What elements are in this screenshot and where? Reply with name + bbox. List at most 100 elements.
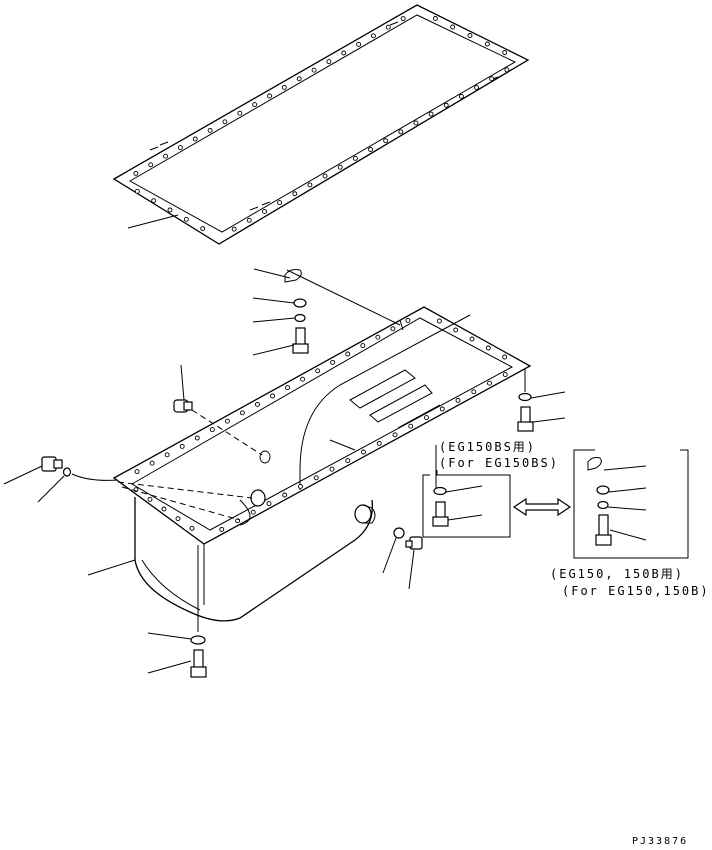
washer-right — [518, 392, 532, 402]
lock-washer-top — [294, 313, 306, 323]
bolt-hole — [345, 458, 351, 464]
bolt-hole — [164, 452, 170, 458]
bolt-hole — [194, 435, 200, 441]
bolt-top — [292, 327, 309, 354]
bolt-hole — [224, 418, 230, 424]
oil-pan — [112, 306, 532, 622]
bolt-bottom — [190, 649, 207, 678]
bolt-hole — [231, 226, 237, 232]
bolt-hole — [504, 67, 510, 73]
leader-gasket — [127, 214, 179, 229]
bolt-hole — [219, 526, 225, 532]
bolt-hole — [467, 33, 473, 38]
bolt-hole — [400, 16, 406, 22]
drain-washer — [393, 527, 405, 539]
bolt-hole — [453, 327, 459, 333]
bolt-hole — [489, 76, 495, 82]
oil-pan-gasket — [112, 4, 530, 245]
bolt-hole — [337, 164, 343, 170]
bolt-hole — [147, 496, 153, 502]
bolt-hole — [252, 102, 258, 108]
bolt-right — [517, 406, 534, 432]
bolt-hole — [134, 188, 140, 194]
bolt-hole — [392, 432, 398, 438]
washer-top — [293, 298, 307, 308]
bolt-hole — [408, 423, 414, 429]
bolt-hole — [322, 173, 328, 179]
bolt-hole — [450, 24, 456, 30]
bolt-hole — [250, 509, 256, 515]
bolt-hole — [300, 376, 306, 382]
detail-box-eg150bs — [422, 445, 511, 538]
clip-part — [284, 269, 302, 283]
bolt-hole — [360, 343, 366, 349]
bolt-hole — [209, 427, 215, 433]
bolt-hole — [270, 393, 275, 399]
bolt-hole — [192, 136, 198, 142]
bolt-hole — [502, 50, 508, 55]
bolt-hole — [277, 200, 283, 206]
bolt-hole — [474, 85, 479, 91]
bolt-hole — [282, 492, 288, 498]
bolt-hole — [458, 93, 464, 99]
bolt-hole — [352, 155, 358, 161]
bolt-hole — [471, 389, 477, 395]
bolt-hole — [361, 449, 366, 455]
bolt-hole — [436, 318, 442, 324]
caption-eg150-en: (For EG150,150B) — [562, 584, 710, 598]
bolt-hole — [484, 41, 490, 47]
bolt-hole — [281, 84, 287, 90]
bolt-hole — [485, 345, 491, 351]
bolt-hole — [390, 326, 396, 332]
bolt-hole — [376, 440, 382, 446]
bolt-hole — [345, 351, 351, 357]
drain-boss — [354, 504, 376, 524]
bolt-hole — [311, 67, 317, 73]
bolt-hole — [149, 460, 155, 466]
drain-plug — [405, 536, 423, 550]
bolt-hole — [385, 24, 391, 30]
bolt-hole — [432, 16, 438, 21]
bolt-hole — [151, 198, 157, 204]
bolt-hole — [329, 466, 335, 472]
bolt-hole — [413, 120, 419, 126]
bolt-hole — [330, 359, 336, 365]
bolt-hole — [200, 226, 206, 232]
bolt-hole — [246, 217, 252, 223]
interchange-arrow — [512, 497, 572, 517]
bolt-hole — [383, 138, 389, 144]
bolt-hole — [222, 119, 228, 125]
bolt-hole — [285, 385, 290, 391]
caption-eg150-ja: (EG150, 150B用) — [550, 567, 684, 581]
bolt-hole — [266, 501, 272, 507]
bolt-hole — [255, 401, 260, 407]
bolt-hole — [487, 380, 492, 386]
bolt-hole — [371, 33, 376, 39]
bolt-hole — [161, 506, 167, 512]
detail-box-eg150 — [573, 449, 689, 559]
bolt-hole — [189, 525, 195, 531]
bolt-hole — [405, 317, 411, 323]
bolt-hole — [307, 182, 313, 188]
bolt-hole — [177, 145, 183, 151]
bolt-hole — [296, 76, 302, 82]
bolt-hole — [315, 368, 321, 374]
bolt-hole — [298, 483, 303, 489]
bolt-hole — [267, 93, 272, 99]
bolt-hole — [502, 354, 508, 360]
bolt-hole — [167, 207, 173, 213]
leader-oil-pan — [87, 559, 136, 576]
bolt-hole — [313, 475, 319, 481]
bolt-hole — [134, 469, 140, 475]
bolt-hole — [175, 516, 181, 522]
bolt-hole — [428, 111, 434, 117]
bolt-hole — [439, 406, 445, 412]
level-sensor — [41, 456, 72, 477]
bolt-hole — [368, 147, 373, 152]
bolt-hole — [341, 50, 347, 56]
washer-bottom — [190, 635, 206, 645]
bolt-hole — [375, 334, 381, 340]
caption-eg150bs-en: (For EG150BS) — [439, 456, 559, 470]
bolt-hole — [502, 372, 508, 378]
bolt-hole — [148, 162, 154, 168]
